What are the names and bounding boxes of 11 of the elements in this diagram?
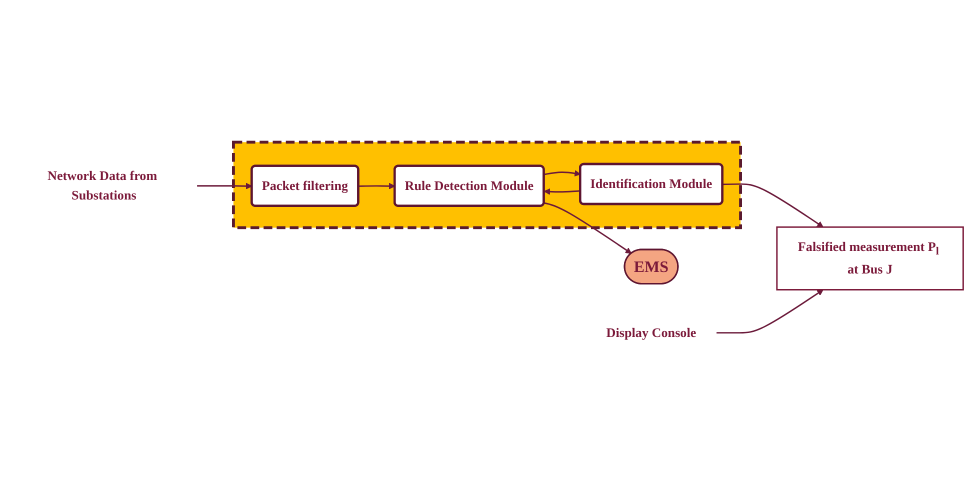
- arrow: [544, 202, 632, 254]
- cluster: [232, 140, 742, 230]
- arrow: [722, 183, 824, 228]
- node-text: Network Data from Substations: [48, 168, 158, 203]
- node-box: Falsified measurement P$_{l}$ at Bus J: [776, 226, 964, 290]
- arrow: [716, 289, 824, 334]
- arrow: [358, 182, 396, 190]
- node-text: Display Console: [606, 325, 696, 340]
- arrow: [544, 188, 581, 195]
- arrow: [544, 170, 581, 176]
- arrow: [197, 182, 252, 190]
